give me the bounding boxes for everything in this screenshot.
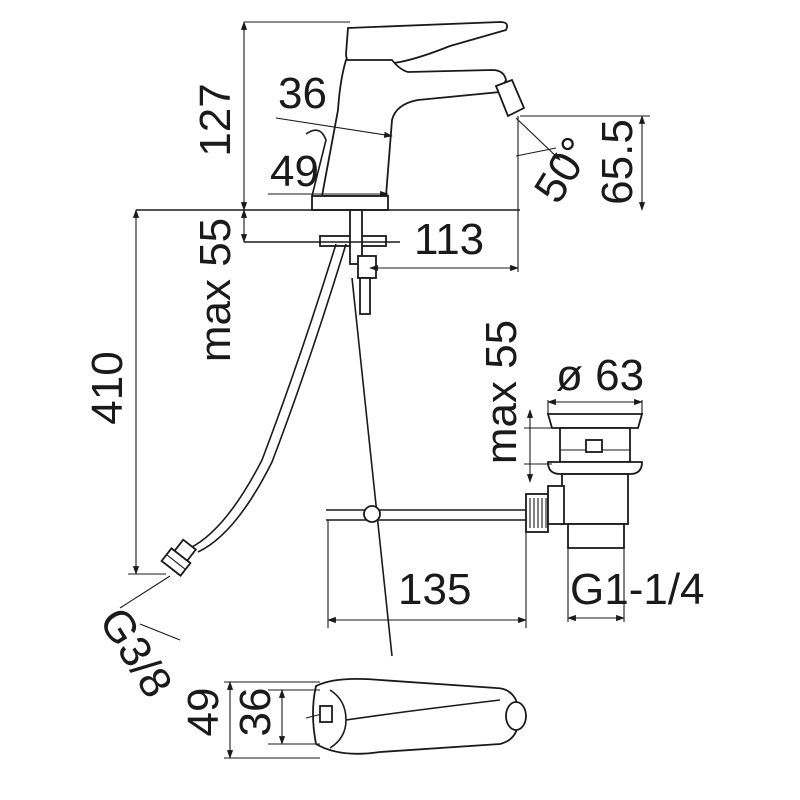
rod-connector xyxy=(357,255,377,279)
label-127: 127 xyxy=(191,83,240,156)
pivot-ball xyxy=(363,505,381,523)
waste-body xyxy=(561,473,629,525)
label-36: 36 xyxy=(278,69,327,118)
base-plate xyxy=(311,195,389,211)
label-410: 410 xyxy=(83,351,132,424)
label-49-base: 49 xyxy=(270,147,319,196)
dim-spout-angle: 50° xyxy=(515,117,602,211)
dim-spout-width: 36 xyxy=(275,69,393,138)
label-max55-deck: max 55 xyxy=(191,218,240,362)
label-65-5: 65.5 xyxy=(593,119,642,205)
dim-spout-height: 65.5 xyxy=(520,115,650,211)
dim-height-total: 127 xyxy=(191,21,350,211)
dim-deck-thickness: max 55 xyxy=(191,209,248,362)
dim-hose-length: 410 xyxy=(83,209,166,575)
faucet-top-view xyxy=(305,677,527,755)
faucet-body xyxy=(320,59,507,197)
dim-base-width: 49 xyxy=(268,147,389,198)
label-max55-waste: max 55 xyxy=(477,320,526,464)
drain-rod xyxy=(326,277,549,657)
faucet-side-view xyxy=(136,21,526,315)
label-g38: G3/8 xyxy=(90,599,182,706)
label-49-top: 49 xyxy=(179,688,228,737)
waste-valve xyxy=(546,413,644,622)
hose-fitting xyxy=(160,538,198,577)
flex-hose xyxy=(160,243,347,577)
label-50-deg: 50° xyxy=(525,129,602,211)
label-135: 135 xyxy=(398,565,471,614)
rod-tail xyxy=(359,277,371,315)
dim-rod-length: 135 xyxy=(327,520,527,628)
dim-waste-thread: G1-1/4 xyxy=(567,565,705,622)
top-aerator xyxy=(505,701,527,731)
knurled-nut xyxy=(525,493,549,533)
waste-tail xyxy=(567,523,625,549)
label-36-top: 36 xyxy=(231,688,280,737)
label-d63: ø 63 xyxy=(556,351,644,400)
dim-spout-reach: 113 xyxy=(369,116,519,272)
waste-cap xyxy=(546,413,644,429)
dim-waste-deck: max 55 xyxy=(477,320,560,483)
dim-top-view: 49 36 xyxy=(179,681,320,759)
spout-aerator xyxy=(494,78,526,118)
label-g114: G1-1/4 xyxy=(570,565,705,614)
diverter-hook xyxy=(305,129,327,197)
label-113: 113 xyxy=(414,215,484,264)
dim-hose-thread: G3/8 xyxy=(90,575,182,706)
dim-waste-diameter: ø 63 xyxy=(547,351,644,414)
